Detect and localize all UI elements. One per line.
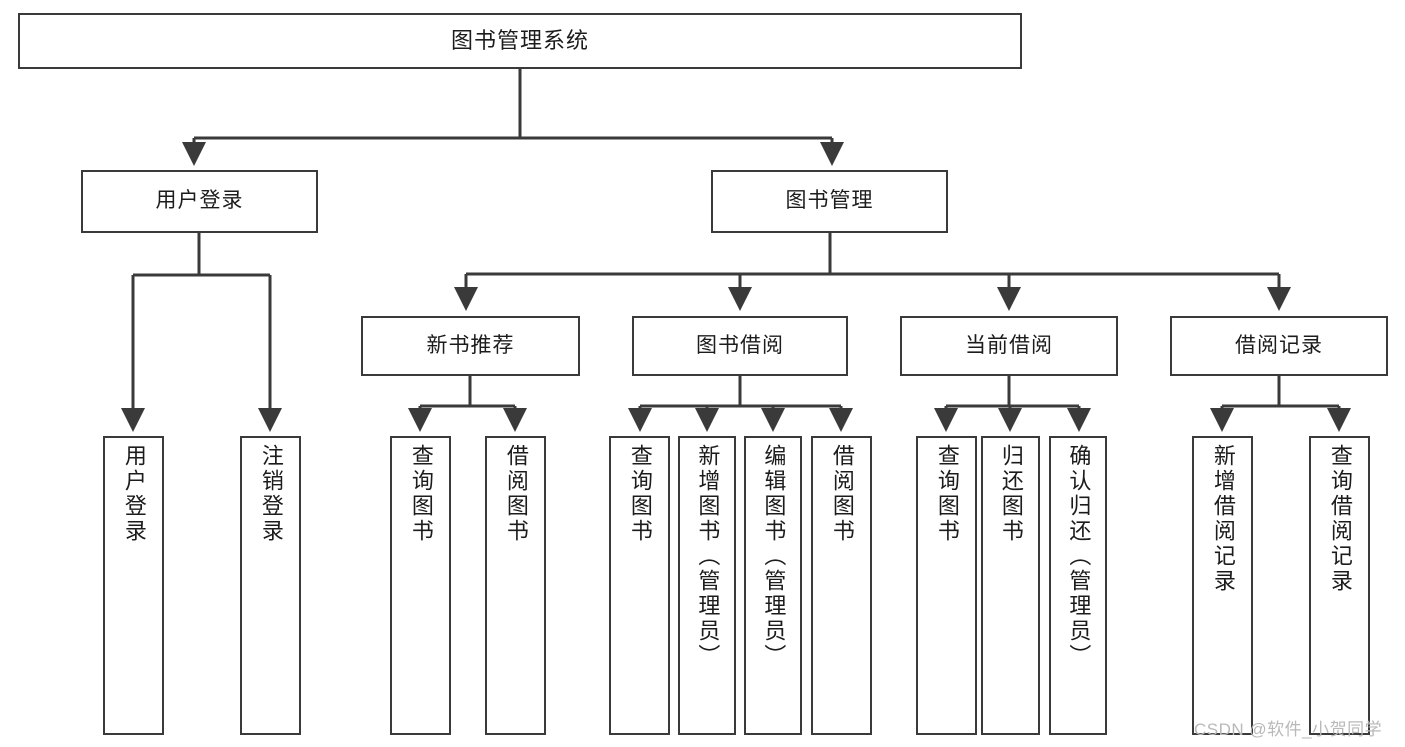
node-label: 新书推荐	[426, 333, 515, 357]
node-label: 确认归还（管理员）	[1066, 444, 1092, 669]
node-label: 查询图书	[408, 444, 434, 544]
node-label: 借阅图书	[829, 444, 855, 544]
leaf-borrow-record-query[interactable]: 查询借阅记录	[1309, 436, 1370, 735]
node-label: 查询借阅记录	[1327, 444, 1353, 594]
leaf-borrow-record-add[interactable]: 新增借阅记录	[1192, 436, 1253, 735]
node-label: 新增图书（管理员）	[695, 444, 721, 669]
node-label: 用户登录	[121, 444, 147, 544]
leaf-book-borrow-add[interactable]: 新增图书（管理员）	[678, 436, 736, 735]
node-borrow-record[interactable]: 借阅记录	[1170, 316, 1388, 376]
leaf-new-book-query[interactable]: 查询图书	[390, 436, 451, 735]
node-new-book-recommend[interactable]: 新书推荐	[361, 316, 580, 376]
node-label: 新增借阅记录	[1210, 444, 1236, 594]
leaf-current-borrow-return[interactable]: 归还图书	[981, 436, 1040, 735]
node-root-system[interactable]: 图书管理系统	[18, 13, 1022, 69]
node-label: 借阅图书	[503, 444, 529, 544]
leaf-book-borrow-query[interactable]: 查询图书	[609, 436, 670, 735]
node-label: 图书管理系统	[450, 28, 589, 54]
leaf-user-login-logout[interactable]: 注销登录	[240, 436, 301, 735]
leaf-book-borrow-edit[interactable]: 编辑图书（管理员）	[744, 436, 802, 735]
csdn-watermark: CSDN @软件_小贺同学	[1194, 720, 1383, 739]
leaf-current-borrow-query[interactable]: 查询图书	[916, 436, 977, 735]
node-book-borrow[interactable]: 图书借阅	[632, 316, 848, 376]
node-label: 图书借阅	[696, 333, 784, 357]
node-label: 用户登录	[155, 189, 244, 213]
node-label: 图书管理	[785, 189, 874, 213]
leaf-current-borrow-confirm[interactable]: 确认归还（管理员）	[1049, 436, 1107, 735]
node-label: 归还图书	[998, 444, 1024, 544]
node-label: 查询图书	[934, 444, 960, 544]
node-label: 查询图书	[627, 444, 653, 544]
node-label: 编辑图书（管理员）	[761, 444, 787, 669]
node-label: 注销登录	[258, 444, 284, 544]
leaf-user-login-login[interactable]: 用户登录	[103, 436, 164, 735]
node-current-borrow[interactable]: 当前借阅	[900, 316, 1118, 376]
node-book-management[interactable]: 图书管理	[711, 170, 948, 233]
node-user-login[interactable]: 用户登录	[81, 170, 318, 233]
leaf-book-borrow-lend[interactable]: 借阅图书	[811, 436, 872, 735]
node-label: 当前借阅	[965, 333, 1053, 357]
node-label: 借阅记录	[1235, 333, 1323, 357]
leaf-new-book-borrow[interactable]: 借阅图书	[485, 436, 546, 735]
